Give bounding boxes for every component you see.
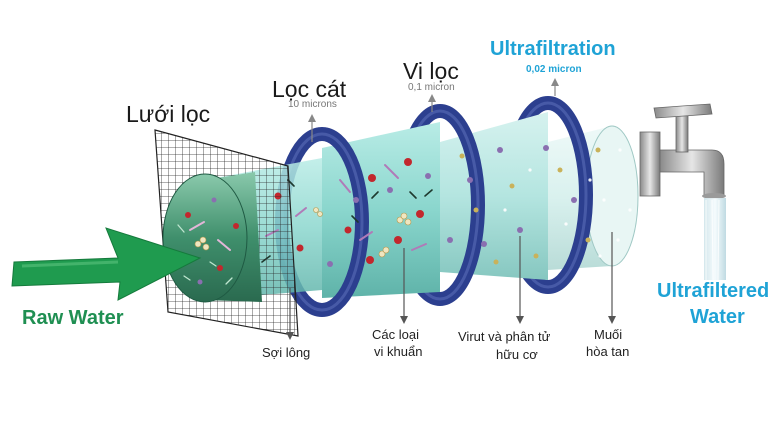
sand-filter-size: 10 microns: [288, 99, 337, 110]
inlet-filter-face: [162, 172, 262, 303]
removed-bacteria-line1: Các loại: [372, 327, 419, 342]
ultrafiltration-segment: [548, 125, 639, 270]
removal-pointer-arrows: [286, 232, 616, 340]
raw-water-arrow: [11, 227, 202, 301]
raw-water-label: Raw Water: [22, 307, 124, 329]
output-label-line1: Ultrafiltered: [657, 280, 770, 302]
removed-fibers-label: Sợi lông: [262, 345, 311, 360]
mesh-filter-label: Lưới lọc: [126, 101, 211, 127]
removed-bacteria-line2: vi khuẩn: [374, 344, 423, 359]
water-stream: [704, 198, 726, 281]
ultrafiltration-size: 0,02 micron: [526, 64, 582, 75]
ultrafiltration-label: Ultrafiltration: [490, 38, 616, 60]
removed-virus-line2: hữu cơ: [496, 347, 538, 362]
micro-filter-size: 0,1 micron: [408, 82, 455, 93]
output-label-line2: Water: [690, 306, 745, 328]
removed-salt-line1: Muối: [594, 327, 623, 342]
removed-virus-line1: Virut và phân tử: [458, 329, 551, 344]
stage-pointer-arrows: [308, 78, 559, 142]
micro-filter-label: Vi lọc: [403, 58, 459, 84]
removed-salt-line2: hòa tan: [586, 344, 630, 359]
faucet-icon: [639, 103, 726, 199]
sand-filter-label: Lọc cát: [272, 76, 347, 102]
micro-filter-segment: [440, 112, 548, 280]
